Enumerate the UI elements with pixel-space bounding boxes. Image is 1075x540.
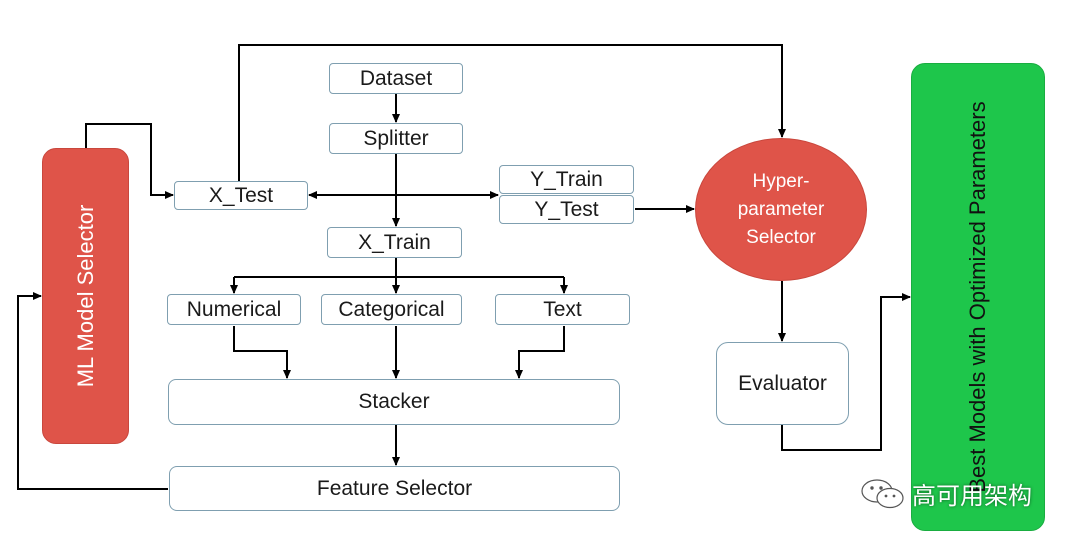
edge-xtest-hyperparameter [238, 44, 786, 181]
best-models-label: Best Models with Optimized Parameters [965, 101, 990, 493]
evaluator-box: Evaluator [716, 342, 849, 425]
hyperparameter-line-3: Selector [746, 226, 816, 248]
x-train-label: X_Train [358, 230, 431, 254]
edge-evaluator-bestmodels [781, 293, 911, 451]
edge-featureselector-mlselector [17, 292, 168, 490]
ml-model-selector-box: ML Model Selector [42, 148, 129, 444]
categorical-box: Categorical [321, 294, 462, 325]
y-test-label: Y_Test [534, 197, 599, 221]
x-train-box: X_Train [327, 227, 462, 258]
watermark: 高可用架构 [860, 476, 1032, 511]
ml-model-selector-label: ML Model Selector [72, 204, 98, 388]
dataset-box: Dataset [329, 63, 463, 94]
numerical-box: Numerical [167, 294, 301, 325]
best-models-box: Best Models with Optimized Parameters [911, 63, 1045, 531]
numerical-label: Numerical [186, 297, 282, 321]
y-train-label: Y_Train [530, 167, 603, 191]
y-train-box: Y_Train [499, 165, 634, 194]
evaluator-label: Evaluator [738, 371, 827, 395]
edge-numerical-stacker [233, 326, 291, 379]
hyperparameter-selector-node: Hyper- parameter Selector [695, 138, 867, 281]
edge-text-stacker [515, 326, 565, 379]
hyperparameter-line-1: Hyper- [752, 170, 810, 192]
stacker-box: Stacker [168, 379, 620, 425]
feature-selector-label: Feature Selector [316, 476, 473, 500]
feature-selector-box: Feature Selector [169, 466, 620, 511]
watermark-text: 高可用架构 [912, 482, 1032, 510]
x-test-box: X_Test [174, 181, 308, 210]
text-box: Text [495, 294, 630, 325]
y-test-box: Y_Test [499, 195, 634, 224]
dataset-label: Dataset [359, 66, 433, 90]
text-label: Text [543, 297, 582, 321]
splitter-box: Splitter [329, 123, 463, 154]
hyperparameter-line-2: parameter [737, 198, 825, 220]
edge-mlselector-xtest [85, 123, 174, 199]
stacker-label: Stacker [358, 390, 430, 413]
splitter-label: Splitter [363, 126, 429, 150]
wechat-icon [861, 478, 904, 508]
x-test-label: X_Test [208, 183, 274, 207]
categorical-label: Categorical [338, 297, 445, 321]
hyperparameter-selector-label: Hyper- parameter Selector [738, 168, 825, 252]
